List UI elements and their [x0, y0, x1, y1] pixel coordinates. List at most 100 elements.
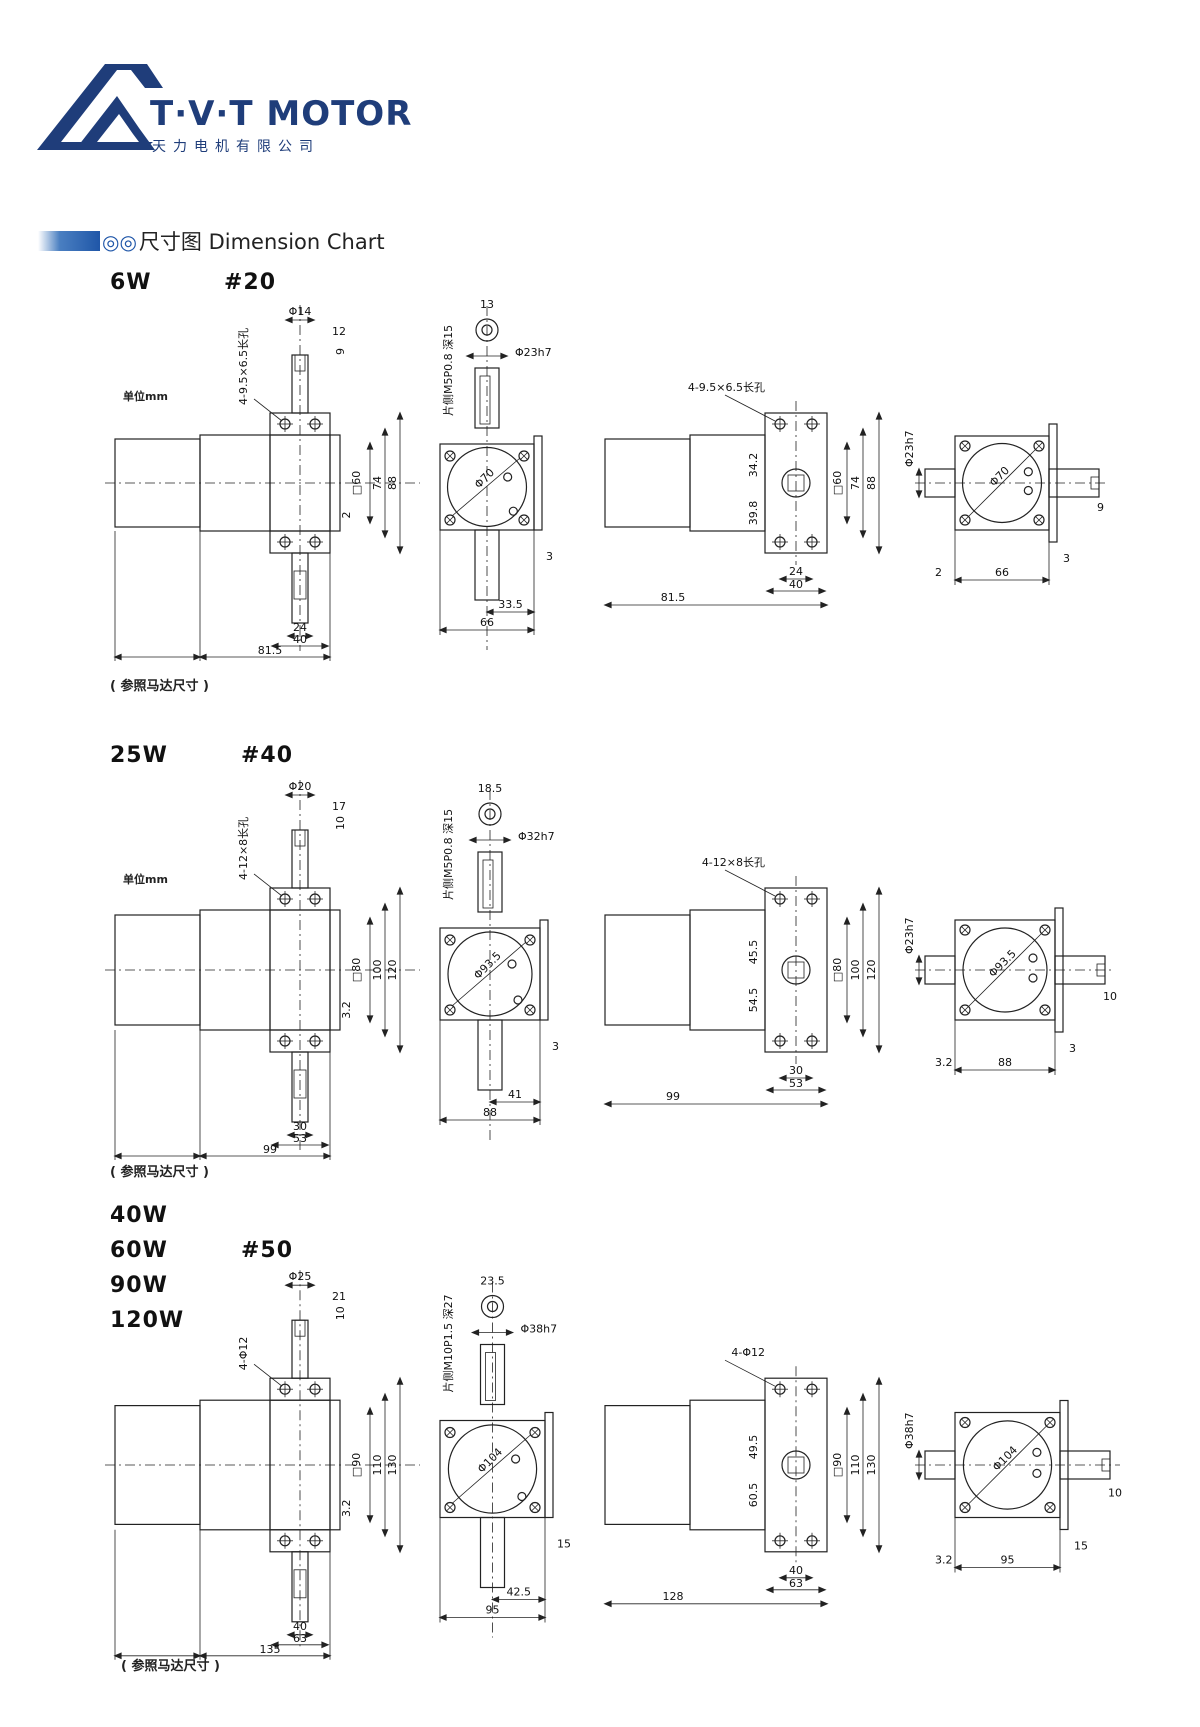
dimension-arrow	[859, 1392, 867, 1401]
dimension-label: 95	[1001, 1554, 1015, 1567]
dimension-label: 41	[508, 1088, 522, 1101]
dimension-arrow	[193, 1652, 202, 1660]
hole-cross	[961, 1503, 969, 1512]
frame-code-20: #20	[224, 270, 277, 295]
dimension-label: Φ23h7	[903, 430, 916, 467]
dimension-arrow	[323, 1652, 332, 1660]
gearbox-face-rear	[764, 1377, 828, 1553]
dimension-arrow	[193, 1152, 202, 1160]
dimension-arrow	[859, 1529, 867, 1538]
dimension-label: 21	[332, 1290, 346, 1303]
bolt-hole	[1032, 1447, 1042, 1458]
diameter-line	[451, 941, 527, 1007]
mounting-hole-circle	[444, 1501, 456, 1514]
dimension-arrow	[307, 316, 316, 324]
hole-cross	[961, 442, 969, 450]
dimension-label: 74	[371, 476, 384, 490]
dimension-arrow	[396, 546, 404, 555]
dimension-label: 81.5	[661, 591, 686, 604]
dimension-label: 10	[334, 816, 347, 830]
bracket-side	[533, 435, 543, 531]
dimension-label: 49.5	[747, 1435, 760, 1460]
leader-line	[724, 1359, 776, 1387]
dimension-arrow	[1042, 576, 1051, 584]
dimension-label: 2	[340, 512, 353, 519]
dimension-label: 3.2	[340, 1499, 353, 1517]
dimension-arrow	[198, 653, 207, 661]
shaft-key-side	[485, 1352, 496, 1401]
section-title-bar	[38, 231, 100, 251]
dimension-arrow	[915, 467, 923, 476]
dimension-arrow	[396, 886, 404, 895]
motor-body-rear	[604, 1404, 691, 1525]
motor-flange-rear	[689, 1399, 766, 1531]
hole-cross	[520, 452, 528, 460]
dimension-arrow	[286, 1631, 295, 1639]
bolt-hole	[510, 1454, 521, 1464]
dimension-arrow	[538, 1614, 547, 1621]
mounting-hole-circle	[444, 514, 456, 526]
dimension-label: 99	[666, 1090, 680, 1103]
dimension-label: 130	[386, 1455, 399, 1476]
hole-cross	[961, 516, 969, 524]
hole-cross	[520, 516, 528, 524]
hole-cross	[446, 516, 454, 524]
dimension-label: 110	[371, 1455, 384, 1476]
dimension-label: Φ23h7	[903, 917, 916, 954]
dimension-arrow	[366, 441, 374, 450]
mounting-hole-circle	[959, 924, 971, 936]
power-label-120w: 120W	[110, 1308, 185, 1333]
bolt-hole	[1023, 485, 1033, 496]
dimension-label: Φ32h7	[518, 830, 555, 843]
hole-cross	[1035, 516, 1043, 524]
dimension-arrow	[468, 836, 477, 844]
dimension-label: 39.8	[747, 501, 760, 526]
dimension-label: 3.2	[935, 1056, 953, 1069]
hole-cross	[446, 1503, 454, 1512]
unit-label: 单位mm	[123, 873, 168, 886]
dimension-arrow	[381, 1029, 389, 1038]
dimension-arrow	[286, 1131, 295, 1139]
dimension-arrow	[778, 1074, 787, 1082]
dimension-label: 4-Φ12	[237, 1337, 250, 1371]
mounting-hole-circle	[959, 440, 971, 452]
dimension-label: □90	[831, 1453, 844, 1477]
dimension-label: 42.5	[507, 1586, 532, 1599]
output-shaft	[291, 1319, 309, 1379]
dimension-label: 40	[293, 633, 307, 646]
dimension-label: 40	[293, 1620, 307, 1633]
dimension-arrow	[953, 576, 962, 584]
dimension-arrow	[1048, 1066, 1057, 1074]
dimension-arrow	[396, 411, 404, 420]
shaft-end-bore	[481, 324, 493, 336]
reference-note: ( 参照马达尺寸 )	[110, 1165, 209, 1180]
mounting-hole-circle	[444, 1004, 456, 1016]
dimension-arrow	[820, 1100, 829, 1108]
dimension-label: 66	[995, 566, 1009, 579]
dimension-arrow	[366, 1515, 374, 1524]
dimension-arrow	[113, 653, 122, 661]
shaft-keyway	[293, 1569, 307, 1599]
dimension-arrow	[778, 575, 787, 583]
output-shaft-lower	[291, 552, 309, 624]
dimension-label: Φ20	[289, 780, 312, 793]
mounting-hole-circle	[518, 450, 530, 462]
dimension-label: 3	[552, 1040, 559, 1053]
mounting-hole-circle	[959, 514, 971, 526]
dimension-arrow	[113, 1152, 122, 1160]
dimension-label: Φ70	[472, 466, 497, 491]
dimension-label: 53	[789, 1077, 803, 1090]
output-shaft	[291, 354, 309, 414]
dimension-label: 81.5	[258, 644, 283, 657]
dimension-label: 10	[1108, 1487, 1122, 1500]
bolt-hole	[508, 506, 518, 516]
dimension-arrow	[366, 916, 374, 925]
dimension-arrow	[875, 1376, 883, 1385]
leader-line	[253, 1363, 283, 1387]
mounting-hole-circle	[518, 514, 530, 526]
dimension-arrow	[490, 1596, 500, 1603]
shaft-end-circle	[480, 1294, 505, 1319]
dimension-arrow	[321, 1641, 330, 1649]
